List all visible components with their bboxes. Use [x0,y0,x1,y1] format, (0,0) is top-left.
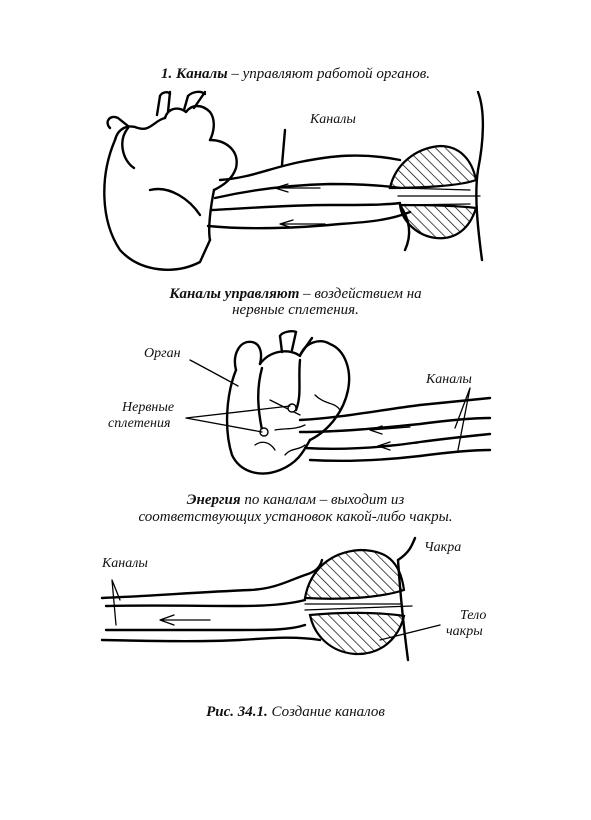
section2-title-line2: нервные сплетения. [232,302,359,318]
figure-caption: Рис. 34.1. Создание каналов [0,704,591,721]
section3-title-bold: Энергия [186,492,241,508]
section2-channels-label: Каналы [426,372,472,387]
heart-2 [225,330,351,475]
section1-channels-label: Каналы [310,112,356,127]
section2-title-rest: – воздействием на [299,286,422,302]
section3-title-rest: по каналам – выходит из [240,492,405,508]
section2-title-bold: Каналы управляют [169,286,300,302]
section3-title: Энергия по каналам – выходит из [0,492,591,509]
section2-organ-label: Орган [144,346,181,361]
channels-3 [100,558,324,643]
section3-body-label-line1: Тело [460,608,487,623]
section1-title-bold: 1. Каналы [161,66,228,82]
chakra-3 [303,536,441,662]
heart-1 [103,90,238,271]
section3-channels-label: Каналы [102,556,148,571]
figure-caption-rest: Создание каналов [267,704,385,720]
section2-plexus-label-line1: Нервные [122,400,175,415]
pointers-2 [185,359,291,433]
section3-body-label-line2: чакры [446,624,483,639]
chakra-1 [388,90,485,262]
channels-2 [298,387,492,462]
section1-title: 1. Каналы – управляют работой органов. [0,66,591,83]
section3-chakra-label: Чакра [424,540,462,555]
section2-plexus-label-line2: сплетения [108,416,171,431]
section2-title: Каналы управляют – воздействием на [0,286,591,303]
figure-caption-bold: Рис. 34.1. [206,704,268,720]
section3-title-line2: соответствующих установок какой-либо чак… [138,509,453,525]
section1-title-rest: – управляют работой органов. [227,66,430,82]
channels-1 [206,128,412,230]
